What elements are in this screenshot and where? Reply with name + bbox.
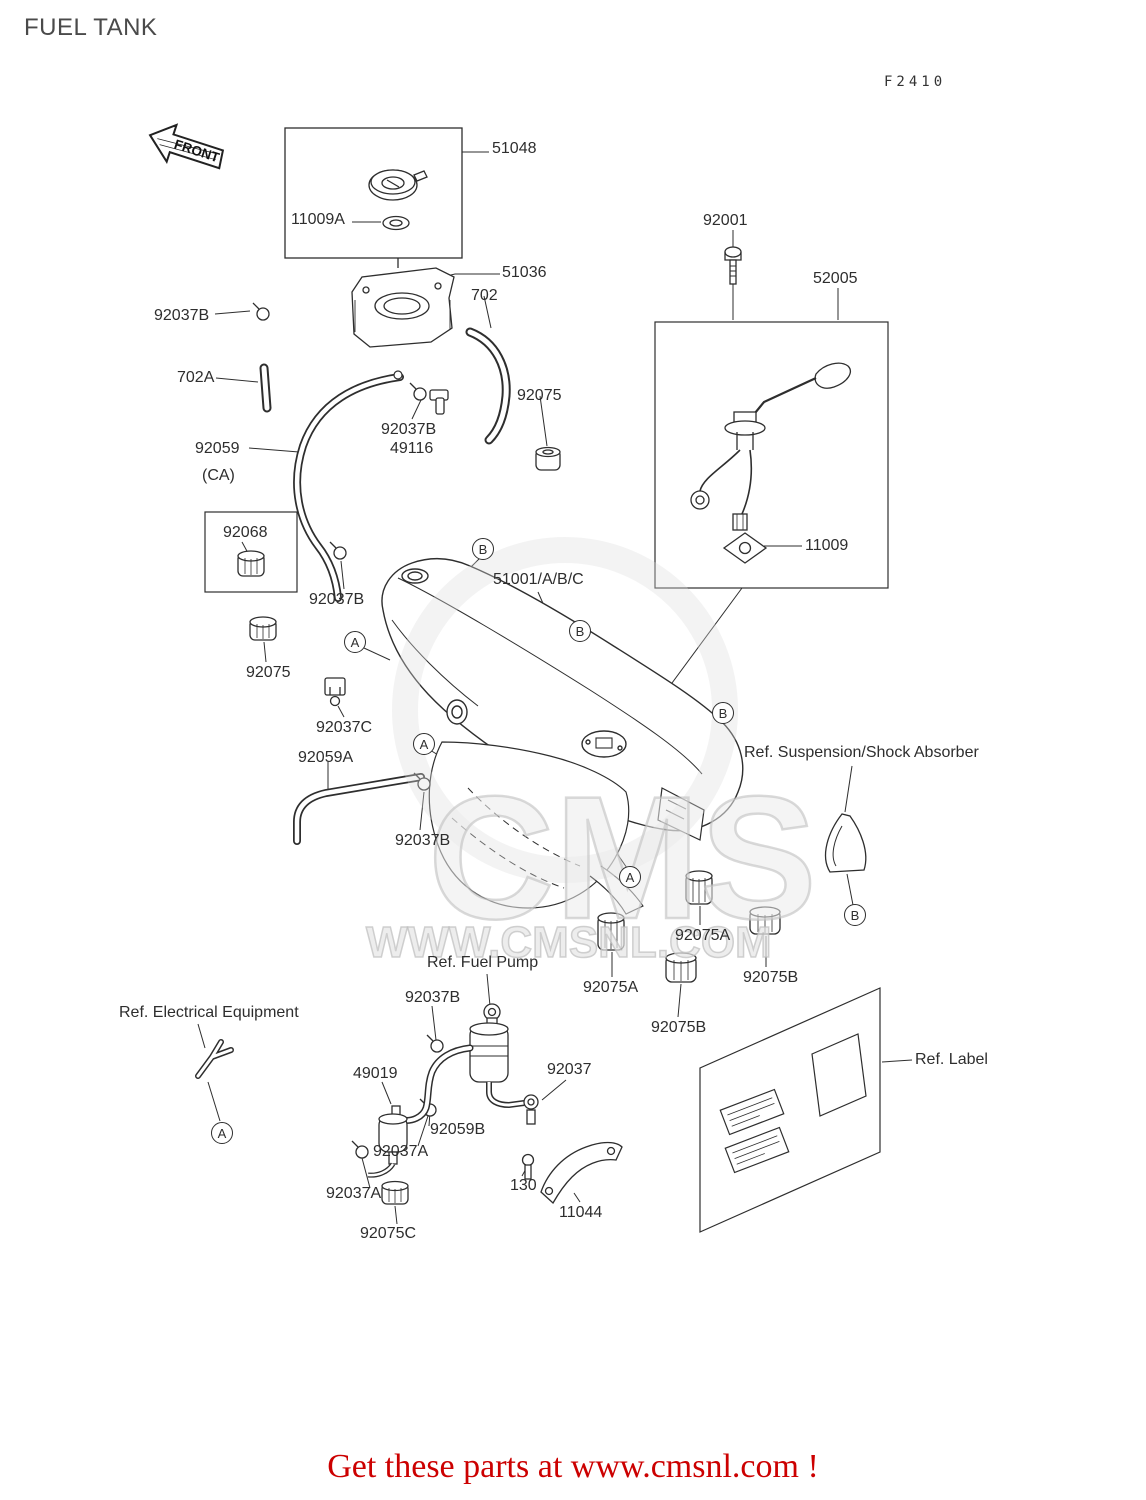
part-label-51048[interactable]: 51048 [492,140,537,157]
part-label-92037c[interactable]: 92037C [316,719,373,736]
part-label-92075b[interactable]: 92075B [743,969,799,986]
part-label-51001-a-b-c[interactable]: 51001/A/B/C [493,571,584,588]
part-label-130[interactable]: 130 [510,1177,537,1194]
part-hose-92059 [293,370,404,602]
part-label-ref-label[interactable]: Ref. Label [915,1051,988,1068]
part-label-92037a[interactable]: 92037A [326,1185,382,1202]
part-dampers-92075ab [597,870,781,983]
part-label-ref-fuel-pump[interactable]: Ref. Fuel Pump [427,954,539,971]
part-group-filler-bracket [351,258,455,348]
figure-code: F2410 [884,74,947,90]
page-title: FUEL TANK [24,14,158,41]
part-label-92075a[interactable]: 92075A [583,979,639,996]
footer-link[interactable]: Get these parts at www.cmsnl.com ! [327,1448,819,1485]
part-electrical-connector [195,1039,234,1079]
part-hose-92059b [398,1044,474,1124]
part-suspension-bracket [824,813,867,873]
part-label-92059a[interactable]: 92059A [298,749,354,766]
part-clamps-92037 [252,302,444,1159]
part-label-ref-suspension-shock-absorber[interactable]: Ref. Suspension/Shock Absorber [744,744,979,761]
part-label-52005[interactable]: 52005 [813,270,858,287]
part-label-92075b[interactable]: 92075B [651,1019,707,1036]
part-label-49019[interactable]: 49019 [353,1065,398,1082]
part-label-92037a[interactable]: 92037A [373,1143,429,1160]
part-hose-92059a [293,773,425,845]
part-group-label-sheet [699,987,881,1233]
part-group-fuel-tank [381,558,744,915]
part-label-92075[interactable]: 92075 [246,664,291,681]
part-label-92037b[interactable]: 92037B [154,307,210,324]
part-label-ca: (CA) [202,467,235,484]
part-label-92037b[interactable]: 92037B [381,421,437,438]
part-group-fuel-cap [284,127,463,259]
part-hose-702 [465,327,511,445]
part-label-11044[interactable]: 11044 [559,1204,603,1221]
watermark-brand: CMS [428,761,817,956]
part-label-92037b[interactable]: 92037B [405,989,461,1006]
part-clamp-92037c [324,677,346,707]
part-label-92037[interactable]: 92037 [547,1061,592,1078]
part-label-92037b[interactable]: 92037B [395,832,451,849]
part-label-92075c[interactable]: 92075C [360,1225,417,1242]
front-arrow-icon: FRONT [148,123,225,170]
part-label-92059[interactable]: 92059 [195,440,240,457]
part-joint-49116 [429,389,449,415]
part-label-92068[interactable]: 92068 [223,524,268,541]
part-label-92001[interactable]: 92001 [703,212,748,229]
part-label-ref-electrical-equipment[interactable]: Ref. Electrical Equipment [119,1004,299,1021]
part-label-92075[interactable]: 92075 [517,387,562,404]
part-tube-702a [259,363,272,413]
part-label-11009a[interactable]: 11009A [291,211,345,228]
part-group-92068-ca [204,511,298,593]
watermark-url: WWW.CMSNL.COM [366,918,772,967]
part-group-fuel-gauge [654,321,889,589]
part-filter-49019 [367,1105,408,1178]
part-label-92037b[interactable]: 92037B [309,591,365,608]
part-label-51036[interactable]: 51036 [502,264,547,281]
part-damper-92075-upper [535,446,561,471]
part-label-49116[interactable]: 49116 [390,440,434,457]
part-bracket-11044 [540,1141,623,1205]
part-bolt-130 [521,1153,535,1180]
part-bolt-92001 [724,246,742,320]
part-label-92075a[interactable]: 92075A [675,927,731,944]
watermark: CMS WWW.CMSNL.COM [365,537,818,968]
part-group-fuel-pump [469,1003,539,1125]
part-damper-92075c [381,1180,409,1205]
part-damper-92075-left [249,616,277,641]
part-label-11009[interactable]: 11009 [805,537,849,554]
part-label-702[interactable]: 702 [471,287,498,304]
part-label-92059b[interactable]: 92059B [430,1121,486,1138]
part-label-702a[interactable]: 702A [177,369,215,386]
